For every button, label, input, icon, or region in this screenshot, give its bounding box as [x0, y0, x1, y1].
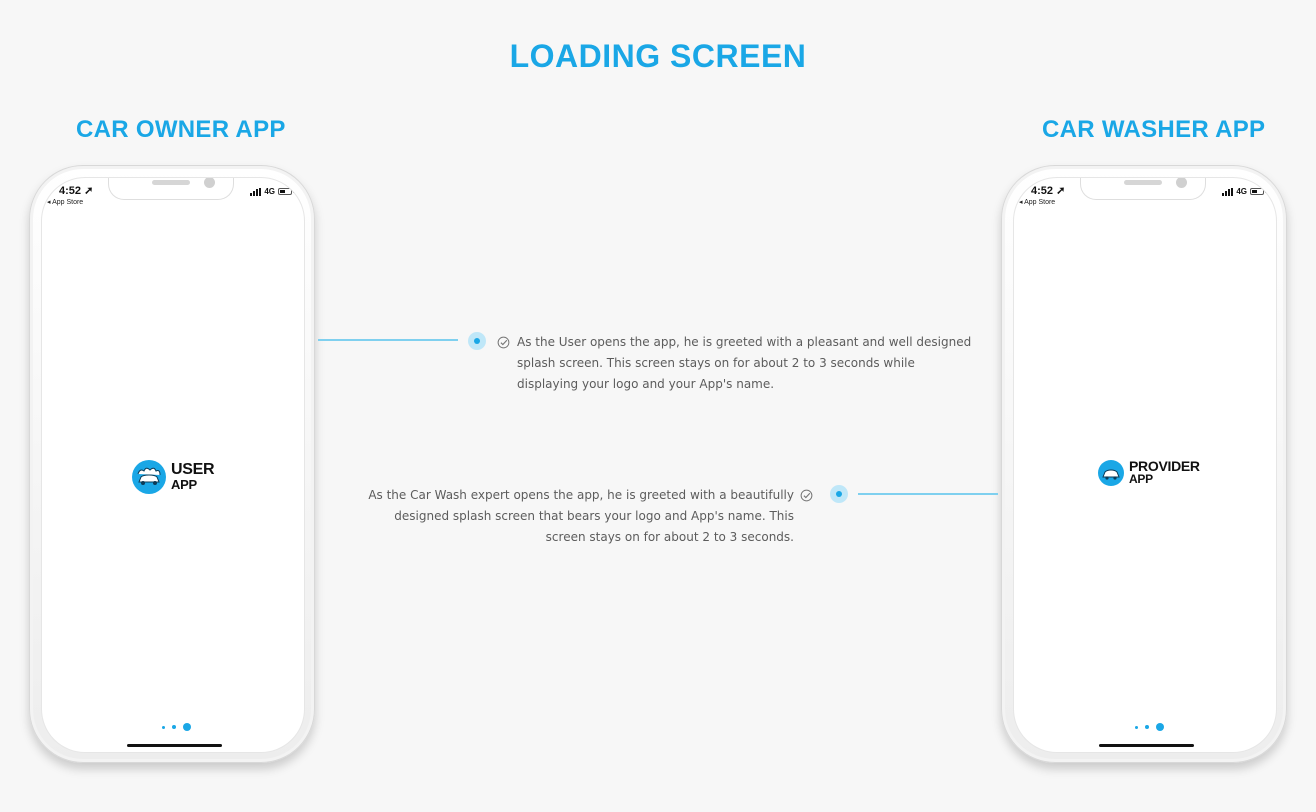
signal-icon	[250, 187, 262, 196]
speaker-icon	[1124, 180, 1162, 185]
provider-connector-line	[858, 493, 998, 495]
loading-dot-active	[1156, 723, 1164, 731]
user-connector-node	[468, 332, 486, 350]
speaker-icon	[152, 180, 190, 185]
status-time: 4:52 ➚	[1031, 185, 1066, 197]
car-washer-heading: CAR WASHER APP	[1042, 116, 1266, 143]
provider-connector-node	[830, 485, 848, 503]
status-time: 4:52 ➚	[59, 185, 94, 197]
loading-dot	[172, 725, 176, 729]
loading-indicator	[162, 723, 191, 731]
loading-dot	[1145, 725, 1149, 729]
back-to-app-store-link[interactable]: ◂ App Store	[1019, 199, 1056, 206]
car-owner-heading: CAR OWNER APP	[76, 116, 286, 143]
status-indicators: 4G	[1222, 187, 1266, 196]
check-circle-icon	[800, 489, 813, 502]
logo-subtitle: APP	[171, 477, 197, 492]
network-label: 4G	[1236, 187, 1247, 196]
car-owner-splash-screen: 4:52 ➚ ◂ App Store 4G USER APP	[41, 177, 305, 753]
car-wash-logo-icon	[132, 460, 166, 494]
loading-dot	[1135, 725, 1138, 729]
user-connector-line	[318, 339, 458, 341]
provider-app-logo: PROVIDER APP	[1098, 458, 1200, 486]
loading-dot	[162, 725, 165, 729]
network-label: 4G	[264, 187, 275, 196]
logo-title: PROVIDER	[1129, 458, 1200, 474]
phone-notch	[108, 178, 234, 200]
user-app-logo: USER APP	[132, 460, 215, 494]
user-splash-description: As the User opens the app, he is greeted…	[517, 335, 972, 391]
phone-notch	[1080, 178, 1206, 200]
provider-splash-description: As the Car Wash expert opens the app, he…	[368, 488, 794, 544]
camera-icon	[204, 178, 215, 188]
car-washer-phone-mockup: 4:52 ➚ ◂ App Store 4G PROVIDER APP	[1001, 165, 1287, 763]
back-to-app-store-link[interactable]: ◂ App Store	[47, 199, 84, 206]
status-indicators: 4G	[250, 187, 294, 196]
loading-dot-active	[183, 723, 191, 731]
battery-icon	[1250, 188, 1266, 195]
signal-icon	[1222, 187, 1234, 196]
loading-indicator	[1135, 723, 1164, 731]
battery-icon	[278, 188, 294, 195]
car-wash-logo-icon	[1098, 460, 1124, 486]
logo-title: USER	[171, 461, 215, 478]
home-indicator[interactable]	[1099, 744, 1194, 747]
logo-subtitle: APP	[1129, 472, 1153, 486]
home-indicator[interactable]	[127, 744, 222, 747]
page-title: LOADING SCREEN	[509, 38, 807, 74]
check-circle-icon	[497, 336, 510, 349]
car-washer-splash-screen: 4:52 ➚ ◂ App Store 4G PROVIDER APP	[1013, 177, 1277, 753]
camera-icon	[1176, 178, 1187, 188]
car-owner-phone-mockup: 4:52 ➚ ◂ App Store 4G USER APP	[29, 165, 315, 763]
